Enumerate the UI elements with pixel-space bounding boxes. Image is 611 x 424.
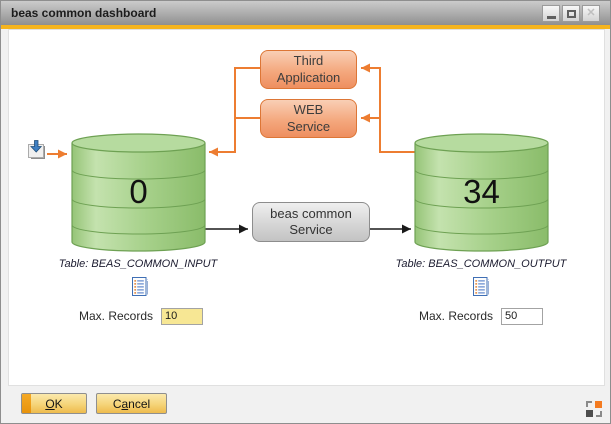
third-application-node: Third Application	[260, 50, 357, 89]
input-table-label: Table: BEAS_COMMON_INPUT	[58, 258, 218, 270]
output-database-cylinder	[414, 133, 549, 252]
output-table-label: Table: BEAS_COMMON_OUTPUT	[395, 258, 567, 270]
output-max-records-field[interactable]	[501, 307, 544, 325]
import-arrow-icon[interactable]	[26, 139, 48, 161]
maximize-button[interactable]	[562, 5, 580, 22]
dialog-footer: OK Cancel	[1, 386, 610, 423]
close-button[interactable]: ✕	[582, 5, 600, 22]
ok-button[interactable]: OK	[21, 393, 87, 414]
input-max-records-row: Max. Records	[79, 307, 204, 325]
output-max-records-row: Max. Records	[419, 307, 544, 325]
maximize-icon	[566, 9, 576, 18]
connector-output-to-thirdapp	[361, 63, 415, 153]
beas-common-service-node: beas common Service	[252, 202, 370, 242]
close-icon: ✕	[586, 7, 596, 19]
input-document-icon[interactable]	[131, 276, 149, 297]
window-title: beas common dashboard	[11, 6, 157, 20]
output-record-count: 34	[463, 173, 500, 210]
output-document-icon[interactable]	[472, 276, 490, 297]
input-max-records-label: Max. Records	[79, 309, 154, 323]
cancel-button[interactable]: Cancel	[96, 393, 167, 414]
minimize-button[interactable]	[542, 5, 560, 22]
input-max-records-field[interactable]	[161, 307, 204, 325]
ok-button-focus-strip	[22, 394, 31, 413]
input-record-count: 0	[129, 173, 148, 210]
ok-button-label: OK	[45, 396, 63, 411]
web-service-node: WEB Service	[260, 99, 357, 138]
dashboard-canvas: 0 34 Third Application WEB Service beas …	[8, 29, 605, 386]
title-bar[interactable]: beas common dashboard ✕	[1, 1, 610, 25]
output-max-records-label: Max. Records	[419, 309, 494, 323]
accent-gold-line	[1, 25, 610, 29]
resize-grid-icon[interactable]	[584, 399, 604, 419]
flow-connectors	[47, 63, 415, 234]
connector-thirdapp-to-input	[209, 67, 260, 157]
cancel-button-label: Cancel	[112, 396, 151, 411]
window-controls: ✕	[542, 5, 600, 22]
input-database-cylinder	[71, 133, 206, 252]
minimize-icon	[546, 16, 556, 19]
